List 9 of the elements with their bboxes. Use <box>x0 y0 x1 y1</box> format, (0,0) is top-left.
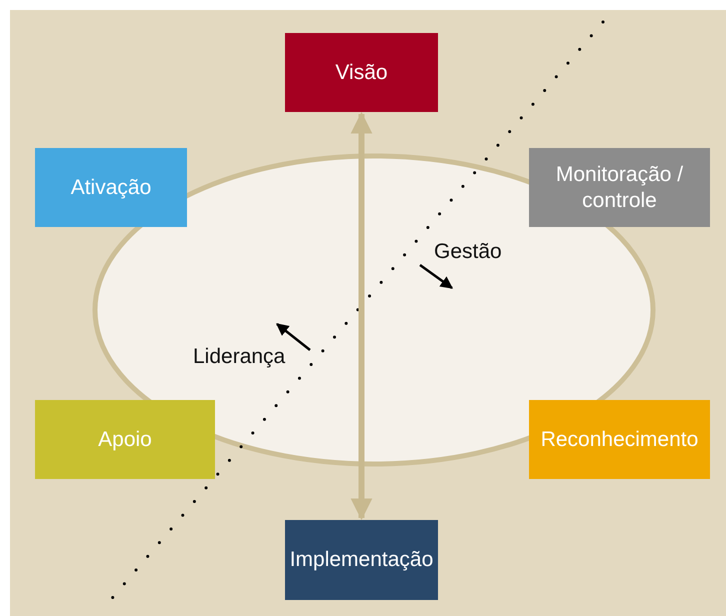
text-label: Liderança <box>193 345 286 369</box>
label-box: Monitoração / controle <box>529 148 710 227</box>
double-arrow <box>350 112 372 520</box>
label-box: Ativação <box>35 148 187 227</box>
label-box: Implementação <box>285 520 438 600</box>
label-box: Reconhecimento <box>529 400 710 479</box>
label-box: Apoio <box>35 400 215 479</box>
label-box: Visão <box>285 33 438 112</box>
text-label: Gestão <box>434 240 502 264</box>
